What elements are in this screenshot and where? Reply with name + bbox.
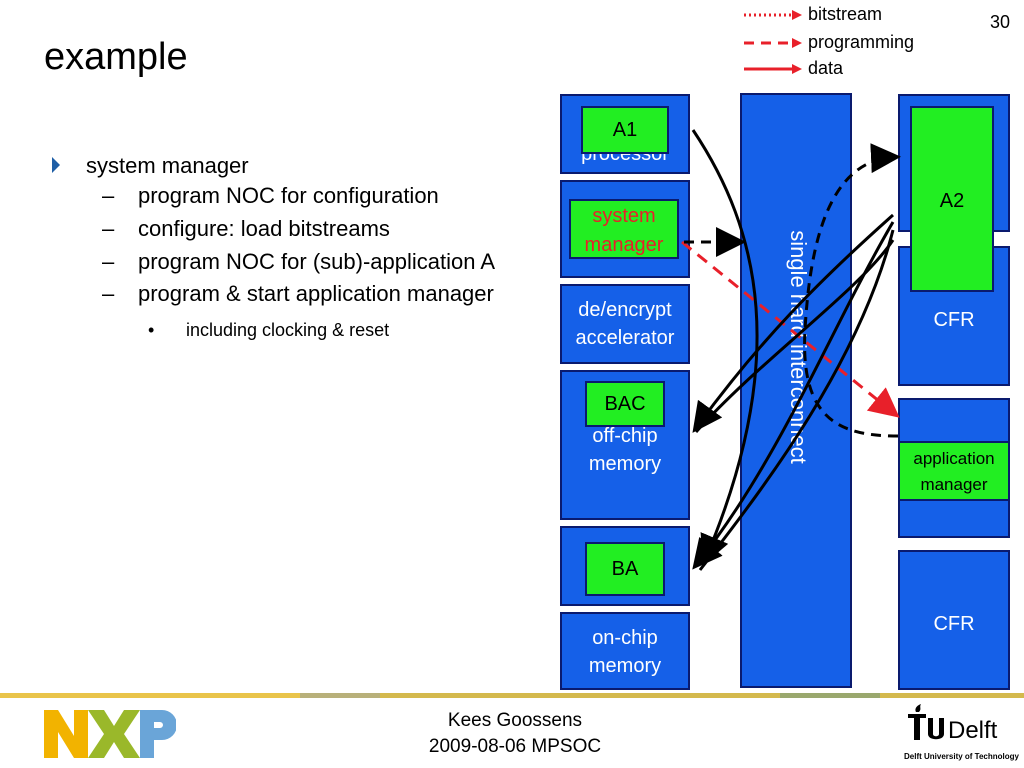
cfr-bottom-block: CFR bbox=[898, 550, 1010, 690]
data-line-a2-ba bbox=[698, 229, 895, 571]
nxp-logo bbox=[44, 710, 176, 758]
footer-text: Kees Goossens 2009-08-06 MPSOC bbox=[360, 708, 670, 760]
ba-block: BA bbox=[585, 542, 665, 596]
data-line-bac-a2 bbox=[694, 239, 895, 433]
system-manager-block: system manager bbox=[569, 199, 679, 259]
encrypt-accelerator-block: de/encrypt accelerator bbox=[560, 284, 690, 364]
cfr-top-label: CFR bbox=[933, 309, 975, 331]
a2-block-extension bbox=[910, 246, 994, 292]
data-arrow-a1-to-ba bbox=[691, 129, 759, 566]
dash-marker: – bbox=[102, 281, 115, 306]
page-number: 30 bbox=[990, 12, 1011, 32]
bullet-text: program & start application manager bbox=[138, 281, 494, 306]
footer-author: Kees Goossens bbox=[447, 710, 583, 731]
a1-block: A1 bbox=[581, 106, 669, 154]
bac-block: BAC bbox=[585, 381, 665, 427]
legend-label: programming bbox=[808, 32, 915, 52]
offchip-label-line2: memory bbox=[588, 453, 662, 475]
dashed-arrow-icon bbox=[744, 38, 802, 48]
onchip-label-line1: on-chip bbox=[592, 627, 658, 649]
dashed-arrow-noc-to-a2 bbox=[803, 143, 901, 438]
encrypt-label-line1: de/encrypt bbox=[578, 299, 672, 321]
onchip-memory-block: on-chip memory bbox=[560, 612, 690, 690]
footer-color-bar bbox=[0, 693, 1024, 698]
bullet-arrow-icon bbox=[52, 157, 60, 173]
tudelft-flame-icon: Delft bbox=[908, 704, 998, 744]
bullet-level1: system manager bbox=[86, 153, 249, 178]
programming-arrow bbox=[681, 240, 900, 418]
app-manager-block: application manager bbox=[898, 441, 1010, 501]
app-manager-label-line2: manager bbox=[920, 475, 988, 494]
legend-label: data bbox=[808, 58, 844, 78]
bullet-text: program NOC for configuration bbox=[138, 183, 439, 208]
legend-label: bitstream bbox=[808, 4, 883, 24]
dot-marker: • bbox=[148, 320, 155, 340]
solid-arrow-icon bbox=[744, 64, 802, 74]
bullet-text: program NOC for (sub)-application A bbox=[138, 249, 496, 274]
encrypt-label-line2: accelerator bbox=[575, 327, 675, 349]
offchip-label-line1: off-chip bbox=[592, 425, 658, 447]
cfr-bottom-label: CFR bbox=[933, 613, 975, 635]
data-arrow-a2-to-bac bbox=[692, 213, 894, 433]
tudelft-subtext: Delft University of Technology bbox=[904, 752, 1019, 761]
bullet-text: including clocking & reset bbox=[186, 320, 390, 340]
onchip-label-line2: memory bbox=[588, 655, 662, 677]
interconnect-block: single hard interconnect bbox=[740, 93, 852, 688]
data-arrow-a2-to-ba bbox=[692, 221, 895, 570]
footer-date-event: 2009-08-06 MPSOC bbox=[428, 736, 602, 757]
page-title: example bbox=[44, 36, 188, 78]
dotted-arrow-icon bbox=[744, 10, 802, 20]
svg-text:Delft: Delft bbox=[948, 717, 998, 744]
dash-marker: – bbox=[102, 216, 115, 241]
dash-marker: – bbox=[102, 183, 115, 208]
dash-marker: – bbox=[102, 249, 115, 274]
app-manager-label-line1: application bbox=[913, 449, 995, 468]
tudelft-logo: Delft Delft University of Technology bbox=[904, 704, 1019, 764]
bullet-text: configure: load bitstreams bbox=[138, 216, 390, 241]
